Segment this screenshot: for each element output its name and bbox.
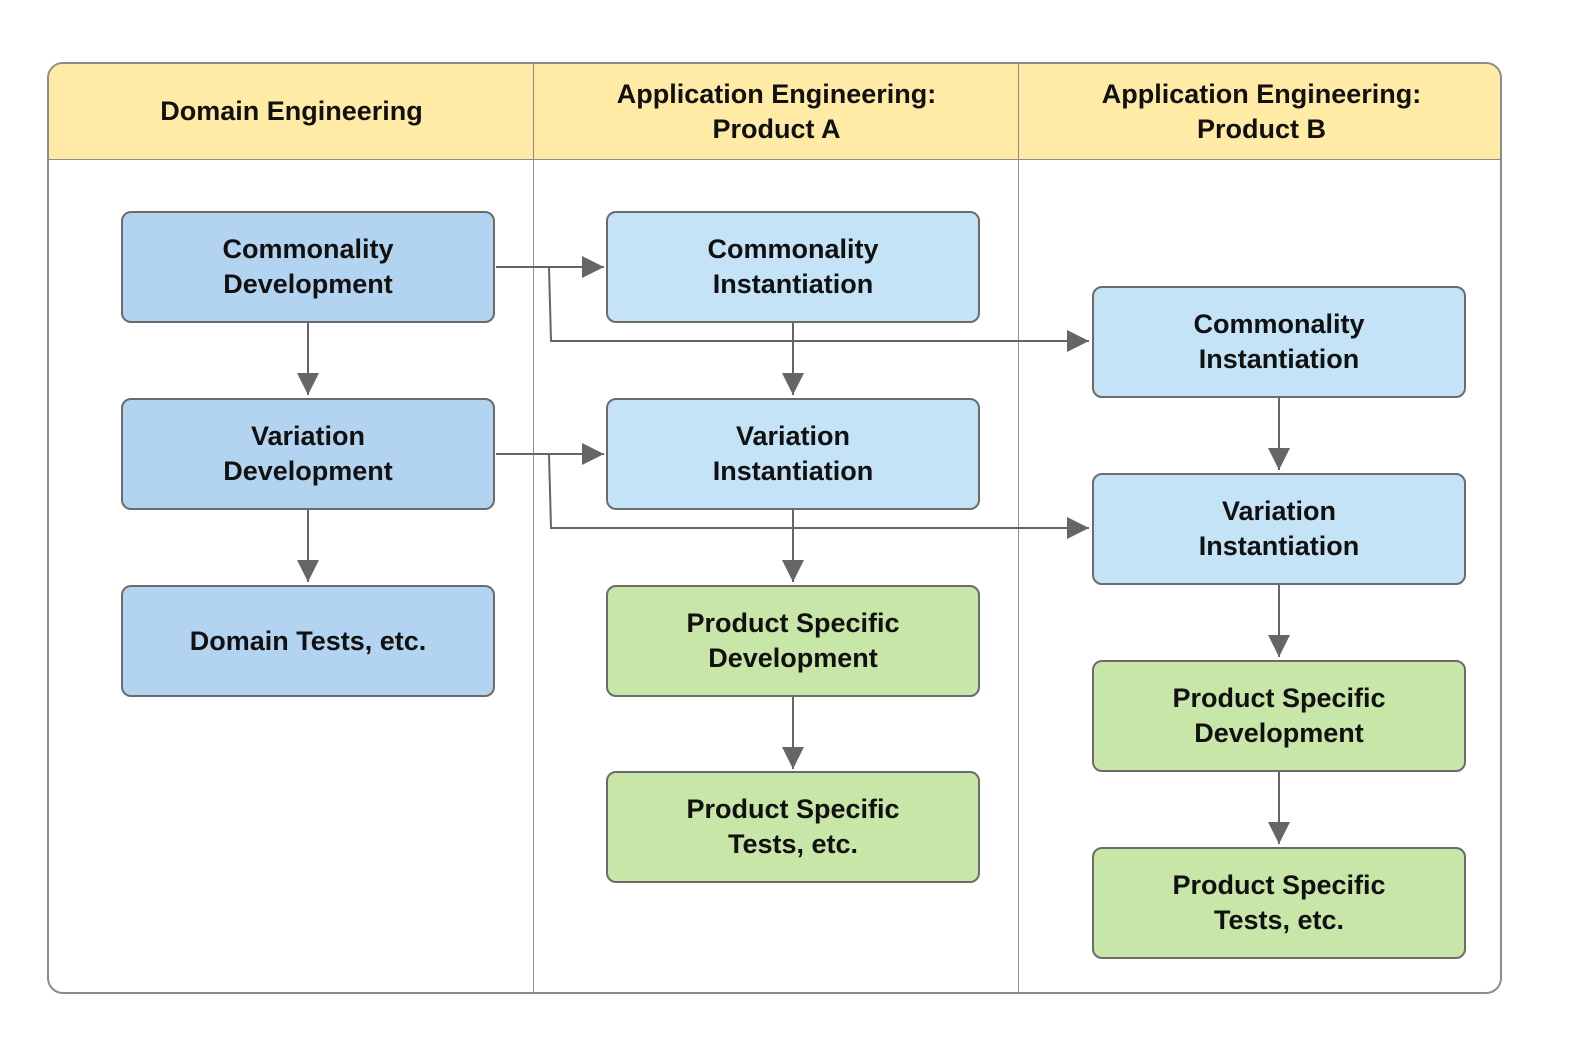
- arrow-commonality-dev-to-b-commonality: [548, 266, 1089, 352]
- arrow-variation-dev-to-b-variation: [548, 453, 1089, 539]
- node-a-commonality-instantiation: Commonality Instantiation: [606, 211, 980, 323]
- node-b-product-specific-tests: Product Specific Tests, etc.: [1092, 847, 1466, 959]
- node-label: Variation Development: [223, 421, 393, 486]
- node-commonality-development: Commonality Development: [121, 211, 495, 323]
- lane-header-product-b: Application Engineering: Product B: [1019, 64, 1500, 160]
- lane-title-product-b: Application Engineering: Product B: [1101, 78, 1422, 144]
- lane-divider-1: [533, 64, 534, 992]
- node-label: Commonality Instantiation: [1193, 309, 1365, 374]
- lane-title-domain: Domain Engineering: [160, 96, 423, 126]
- node-label: Variation Instantiation: [1198, 496, 1360, 561]
- node-domain-tests: Domain Tests, etc.: [121, 585, 495, 697]
- node-label: Product Specific Development: [686, 608, 900, 673]
- lane-title-product-a: Application Engineering: Product A: [616, 78, 937, 144]
- lane-header-product-a: Application Engineering: Product A: [534, 64, 1019, 160]
- node-b-product-specific-development: Product Specific Development: [1092, 660, 1466, 772]
- node-a-variation-instantiation: Variation Instantiation: [606, 398, 980, 510]
- node-variation-development: Variation Development: [121, 398, 495, 510]
- node-label: Commonality Instantiation: [707, 234, 879, 299]
- lane-header-domain-engineering: Domain Engineering: [49, 64, 534, 160]
- node-label: Product Specific Development: [1172, 683, 1386, 748]
- node-label: Product Specific Tests, etc.: [686, 794, 900, 859]
- node-label: Commonality Development: [222, 234, 394, 299]
- node-label: Variation Instantiation: [712, 421, 874, 486]
- node-a-product-specific-development: Product Specific Development: [606, 585, 980, 697]
- node-b-commonality-instantiation: Commonality Instantiation: [1092, 286, 1466, 398]
- node-label: Product Specific Tests, etc.: [1172, 870, 1386, 935]
- node-b-variation-instantiation: Variation Instantiation: [1092, 473, 1466, 585]
- node-label: Domain Tests, etc.: [189, 625, 427, 656]
- node-a-product-specific-tests: Product Specific Tests, etc.: [606, 771, 980, 883]
